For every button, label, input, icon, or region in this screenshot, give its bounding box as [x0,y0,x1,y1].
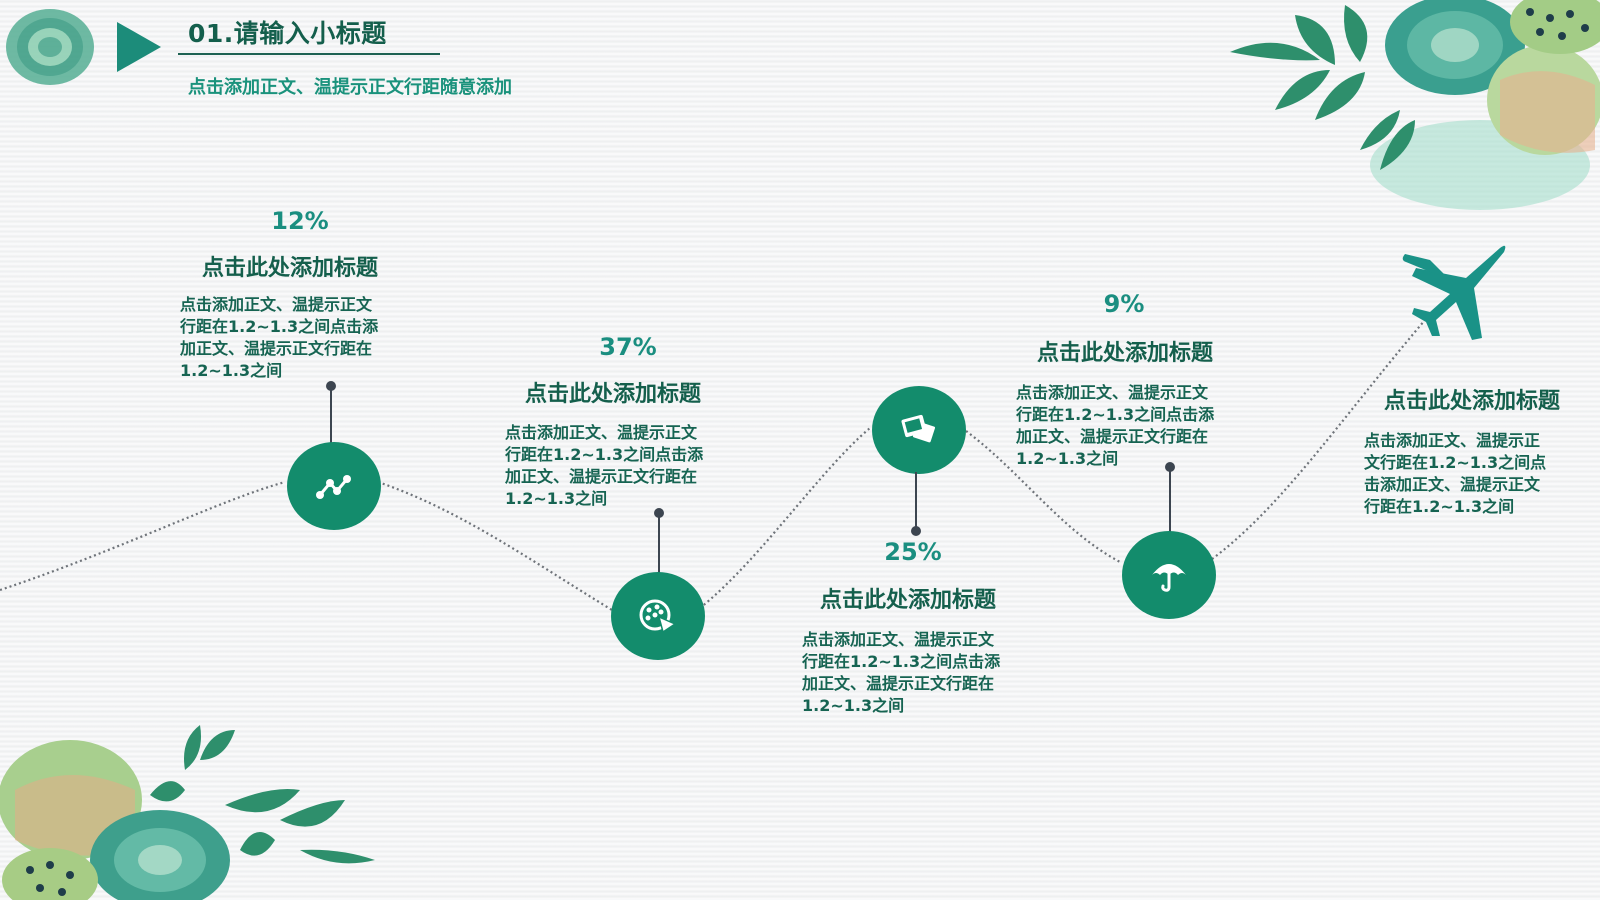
umbrella-icon [1152,564,1186,592]
pizza-icon [639,599,677,634]
airplane-icon [1402,245,1506,340]
step-1-stem [330,386,332,446]
section-title: 01.请输入小标题 [188,19,387,48]
step-1-title[interactable]: 点击此处添加标题 [201,256,378,281]
step-1-body[interactable]: 点击添加正文、温提示正文 行距在1.2~1.3之间点击添 加正文、温提示正文行距… [180,295,379,380]
step-4-body[interactable]: 点击添加正文、温提示正文 行距在1.2~1.3之间点击添 加正文、温提示正文行距… [1016,383,1215,468]
step-3-node[interactable] [872,386,966,474]
watercolor-plants-top-right [1230,0,1600,210]
step-5-body[interactable]: 点击添加正文、温提示正 文行距在1.2~1.3之间点 击添加正文、温提示正文 行… [1364,431,1547,516]
line-chart-icon [316,475,351,499]
step-3-stem-dot [911,526,921,536]
step-2-body[interactable]: 点击添加正文、温提示正文 行距在1.2~1.3之间点击添 加正文、温提示正文行距… [505,423,704,508]
title-underline [178,53,440,55]
photos-icon [901,414,937,444]
step-2-title[interactable]: 点击此处添加标题 [524,382,701,407]
step-2-stem [658,513,660,573]
step-3-title[interactable]: 点击此处添加标题 [819,588,996,613]
step-3-percent: 25% [884,538,942,566]
step-3-stem [915,472,917,528]
watercolor-plants-bottom-left [0,725,375,900]
section-subtitle: 点击添加正文、温提示正文行距随意添加 [188,77,512,98]
step-4-percent: 9% [1103,290,1145,318]
step-4-title[interactable]: 点击此处添加标题 [1036,341,1213,366]
step-4-stem [1169,467,1171,533]
step-3-body[interactable]: 点击添加正文、温提示正文 行距在1.2~1.3之间点击添 加正文、温提示正文行距… [802,630,1001,715]
step-4-node[interactable] [1122,531,1216,619]
step-1-node[interactable] [287,442,381,530]
succulent-decoration-top-left [6,9,94,85]
step-2-percent: 37% [599,333,657,361]
step-1-percent: 12% [271,207,329,235]
step-2-node[interactable] [611,572,705,660]
play-triangle-icon [117,22,161,72]
step-5-title[interactable]: 点击此处添加标题 [1383,389,1560,414]
